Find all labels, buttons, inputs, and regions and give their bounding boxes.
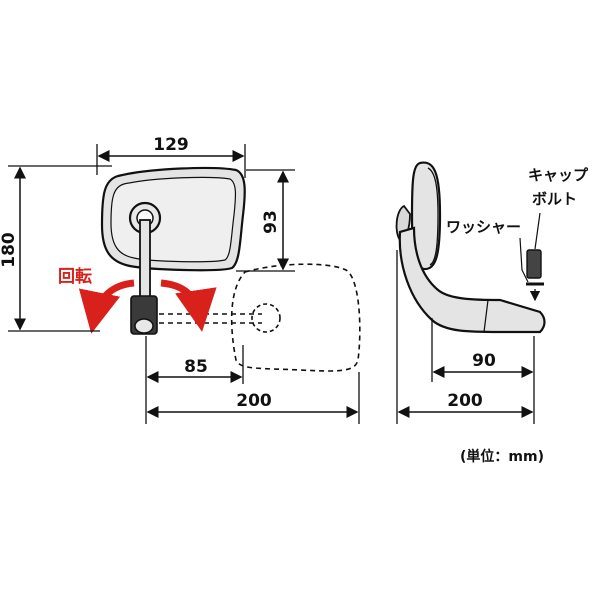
- arm-seam: [483, 299, 489, 333]
- side-mirror-back: [427, 167, 439, 266]
- rotate-right-arrow: [160, 279, 217, 332]
- bolt-leader: [534, 212, 541, 250]
- mount-bolt-end: [134, 318, 154, 334]
- dim-200-front: 200: [236, 391, 272, 411]
- dim-85: 85: [184, 357, 208, 377]
- washer-label: ワッシャー: [446, 218, 521, 236]
- washer-leader: [519, 237, 529, 283]
- cap-bolt: [526, 249, 542, 279]
- front-view: 回転 129 180 93 85 200: [0, 135, 361, 424]
- rotated-pivot-circle: [251, 303, 281, 333]
- rotate-left-arrow: [78, 279, 135, 334]
- side-mirror-head: [410, 161, 442, 271]
- mirror-stem: [139, 219, 151, 299]
- unit-note: (単位：mm): [460, 448, 544, 465]
- side-view: キャップ ボルト ワッシャー 90 200: [395, 161, 589, 424]
- cap-bolt-label-1: キャップ: [528, 166, 589, 184]
- dim-200-side: 200: [447, 391, 483, 411]
- side-arm: [398, 226, 546, 334]
- cap-bolt-label-2: ボルト: [532, 190, 577, 208]
- rotation-label: 回転: [58, 266, 92, 287]
- dim-129: 129: [153, 135, 189, 155]
- dim-93: 93: [261, 210, 281, 234]
- dim-90: 90: [472, 351, 496, 371]
- rotated-mirror-outline: [230, 263, 361, 372]
- dim-180: 180: [0, 232, 19, 268]
